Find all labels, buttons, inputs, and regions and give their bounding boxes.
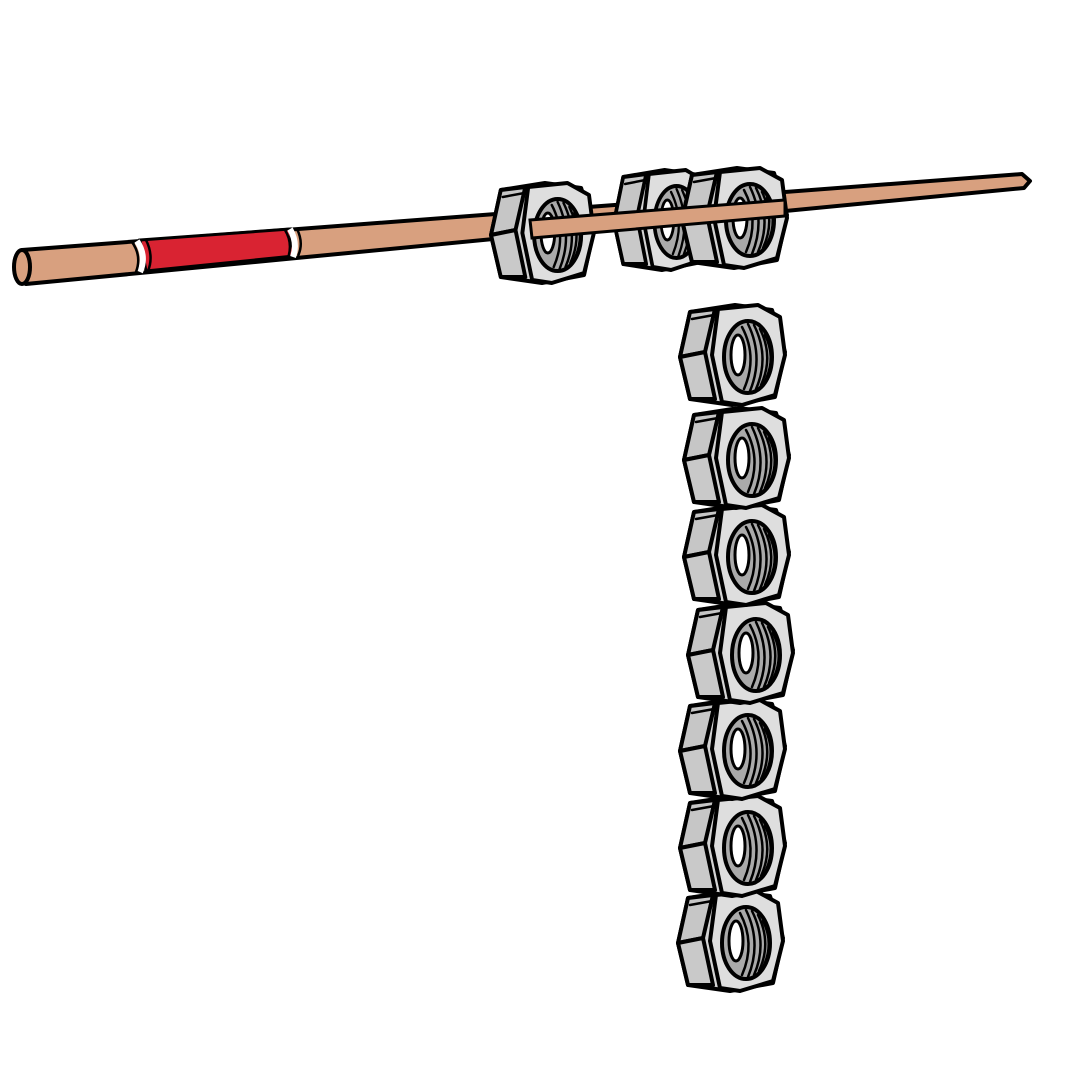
stacked-nut-1 <box>678 303 787 407</box>
stacked-nut-4 <box>686 601 795 705</box>
stacked-nut-7 <box>676 889 785 993</box>
stacked-nut-6 <box>678 794 787 898</box>
stacked-nut-3 <box>682 503 791 607</box>
stacked-nut-5 <box>678 697 787 801</box>
stacked-nuts <box>676 303 795 993</box>
rod-marked-segment <box>138 227 296 273</box>
rod-front-segment <box>528 198 787 240</box>
stacked-nut-2 <box>682 406 791 510</box>
